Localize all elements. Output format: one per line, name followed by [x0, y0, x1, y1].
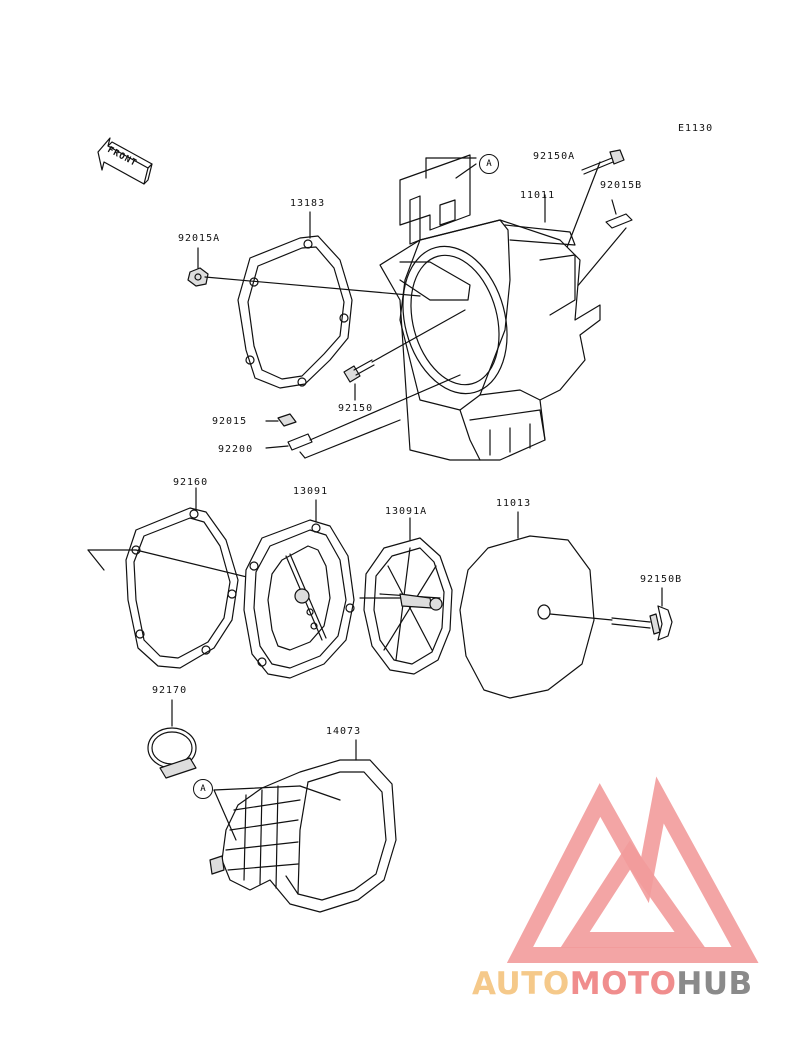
part-label: 14073	[326, 726, 362, 737]
part-label: 92200	[218, 444, 254, 455]
part-label: 92170	[152, 685, 188, 696]
part-11013-element	[459, 511, 595, 699]
part-label: 11013	[496, 498, 532, 509]
part-label: 92015	[212, 416, 248, 427]
watermark-hub: HUB	[676, 966, 753, 1002]
watermark-text: AUTOMOTOHUB	[472, 966, 753, 1002]
part-14073-duct	[209, 739, 397, 913]
part-label: 92015B	[600, 180, 643, 191]
part-label: 13091	[293, 486, 329, 497]
part-13091-holder	[243, 499, 355, 679]
part-92170-clamp	[147, 699, 197, 779]
part-13183-gasket	[237, 211, 353, 389]
reference-marker: A	[479, 154, 499, 174]
part-label: 92150A	[533, 151, 576, 162]
watermark-moto: MOTO	[569, 966, 677, 1002]
watermark-triangle-logo	[506, 776, 759, 963]
part-label: 13091A	[385, 506, 428, 517]
part-92015-nut	[265, 413, 297, 427]
part-92150B-wing-bolt	[549, 587, 673, 641]
reference-marker: A	[193, 779, 213, 799]
front-arrow-icon	[97, 137, 153, 185]
part-13091A-frame	[359, 517, 453, 675]
part-92150-bolt	[343, 309, 466, 401]
part-92015A-nut	[187, 247, 421, 297]
part-label: 92015A	[178, 233, 221, 244]
part-label: 92160	[173, 477, 209, 488]
part-label: 92150B	[640, 574, 683, 585]
part-11011-air-cleaner-case	[379, 154, 601, 461]
part-92150A-bolt	[565, 149, 625, 251]
part-92200-collar	[265, 374, 461, 459]
part-label: 92150	[338, 403, 374, 414]
watermark-auto: AUTO	[472, 966, 570, 1002]
part-label: 11011	[520, 190, 556, 201]
part-label: 13183	[290, 198, 326, 209]
diagram-code: E1130	[678, 123, 714, 134]
